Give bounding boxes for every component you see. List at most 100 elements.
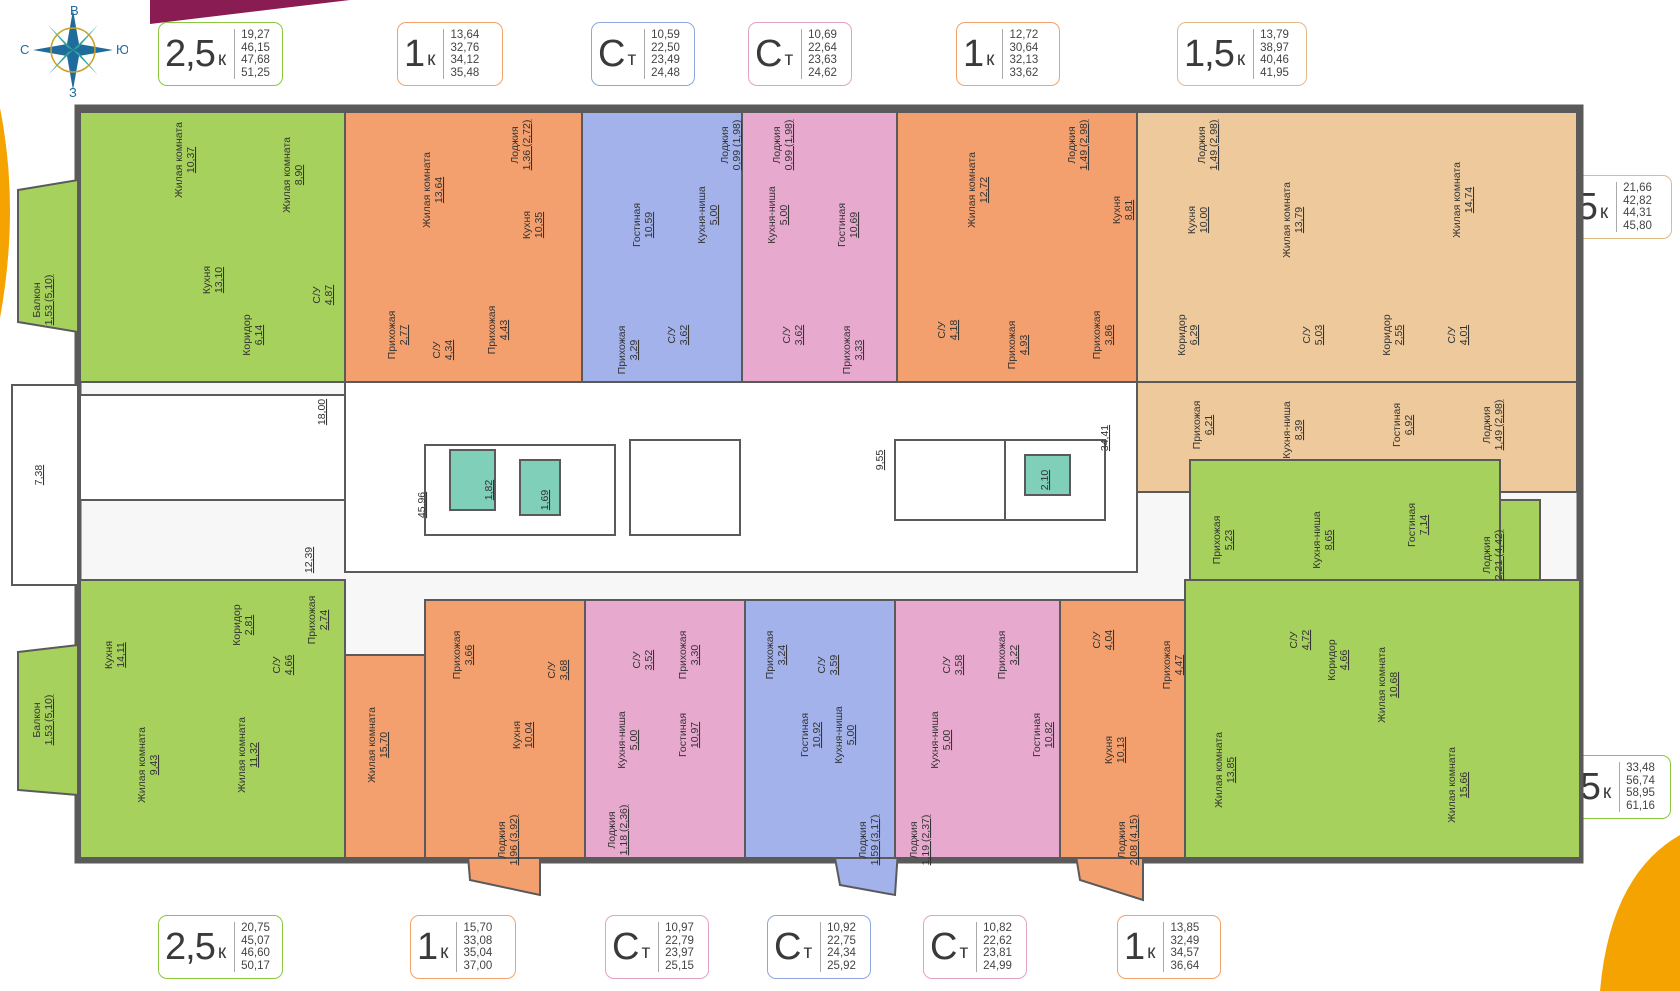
room-label: Жилая комната13,64 xyxy=(421,152,445,228)
apartment-type: С xyxy=(755,32,782,75)
room-label: Гостиная10,59 xyxy=(631,203,655,247)
room-area: 3,86 xyxy=(1103,325,1115,346)
apartment-area-value: 10,59 xyxy=(651,29,680,41)
apartment-area-value: 46,15 xyxy=(241,41,270,54)
room-name: С/У xyxy=(781,326,793,344)
room-name: Прихожая xyxy=(486,306,498,355)
apartment-area-value: 40,46 xyxy=(1260,54,1289,66)
room-label: С/У3,58 xyxy=(941,655,965,676)
room-label: Кухня-ниша5,00 xyxy=(929,711,953,769)
room-label: Гостиная10,82 xyxy=(1031,713,1055,757)
apartment-area-value: 23,81 xyxy=(983,947,1012,959)
apartment-area-value: 10,82 xyxy=(983,922,1012,934)
room-area: 2,21 (4,42) xyxy=(1493,530,1505,581)
room-label: Прихожая2,77 xyxy=(386,311,410,360)
apartment-type-suffix: к xyxy=(1602,782,1612,803)
apartment-area-value: 24,34 xyxy=(827,947,856,959)
apartment-studio-top-1 xyxy=(581,111,743,383)
room-label: С/У4,18 xyxy=(936,320,960,341)
apartment-type-suffix: к xyxy=(986,49,995,70)
room-name: Жилая комната xyxy=(1281,182,1293,258)
room-label: Лоджия1,96 (3,92) xyxy=(496,815,520,866)
room-area: 11,32 xyxy=(248,742,260,768)
room-name: Кухня-ниша xyxy=(929,711,941,769)
apartment-area-value: 23,49 xyxy=(651,54,680,66)
apartment-1-5k-top xyxy=(1136,111,1578,383)
apartment-area-value: 47,68 xyxy=(241,54,270,66)
room-name: С/У xyxy=(311,286,323,304)
room-name: Балкон xyxy=(31,702,43,737)
apartment-type-suffix: т xyxy=(803,942,813,963)
utility-room-2 xyxy=(519,459,561,516)
room-label: Коридор2,55 xyxy=(1381,314,1405,356)
apartment-area-value: 22,75 xyxy=(827,934,856,947)
room-label: Прихожая3,24 xyxy=(764,631,788,680)
room-name: Лоджия xyxy=(1066,126,1078,163)
room-area: 1,59 (3,17) xyxy=(869,815,881,866)
room-name: Лоджия xyxy=(857,821,869,858)
room-name: Кухня xyxy=(1111,196,1123,224)
apartment-area-value: 15,70 xyxy=(463,922,493,934)
room-area: 5,00 xyxy=(845,725,857,746)
apartment-area-value: 44,31 xyxy=(1623,207,1652,219)
room-name: Прихожая xyxy=(996,631,1008,680)
room-label: С/У4,87 xyxy=(311,285,335,306)
room-area: 4,04 xyxy=(1103,630,1115,651)
apartment-2-5k-top xyxy=(79,111,346,383)
room-name: С/У xyxy=(666,326,678,344)
room-area: 3,66 xyxy=(463,645,475,666)
room-name: Жилая комната xyxy=(1376,647,1388,723)
room-label: Гостиная10,69 xyxy=(836,203,860,247)
balcony-left-bottom xyxy=(17,643,79,797)
apartment-type-suffix: к xyxy=(1147,942,1156,963)
apartment-studio-bottom-2 xyxy=(744,599,896,859)
apartment-area-value: 24,62 xyxy=(808,66,837,79)
room-name: Прихожая xyxy=(1091,311,1103,360)
apartment-area-value: 58,95 xyxy=(1626,787,1655,799)
room-name: Жилая комната xyxy=(236,717,248,793)
room-area: 4,34 xyxy=(443,340,455,361)
room-label: Кухня-ниша8,65 xyxy=(1311,511,1335,569)
room-label: Кухня10,00 xyxy=(1186,206,1210,234)
common-area-value: 12,39 xyxy=(303,547,315,573)
room-label: С/У4,34 xyxy=(431,340,455,361)
room-name: Гостиная xyxy=(631,203,643,247)
apartment-area-value: 51,25 xyxy=(241,66,270,79)
room-label: Прихожая3,30 xyxy=(677,631,701,680)
apartment-area-value: 23,63 xyxy=(808,54,837,66)
apartment-area-value: 41,95 xyxy=(1260,66,1289,79)
room-area: 3,30 xyxy=(689,645,701,666)
room-label: Лоджия0,99 (1,98) xyxy=(719,120,743,171)
room-label: Прихожая2,74 xyxy=(306,596,330,645)
room-name: Гостиная xyxy=(1391,403,1403,447)
apartment-2-5k-right-top xyxy=(1189,459,1501,581)
room-name: Кухня xyxy=(511,721,523,749)
room-area: 3,68 xyxy=(558,660,570,681)
room-label: Прихожая4,93 xyxy=(1006,321,1030,370)
apartment-2-5k-bottom xyxy=(79,579,346,859)
room-area: 4,66 xyxy=(283,655,295,676)
room-label: Жилая комната14,74 xyxy=(1451,162,1475,238)
room-area: 14,74 xyxy=(1463,187,1475,213)
room-area: 6,29 xyxy=(1188,325,1200,346)
apartment-area-value: 35,04 xyxy=(463,947,493,959)
room-name: Кухня xyxy=(521,211,533,239)
room-name: Прихожая xyxy=(616,326,628,375)
apartment-area-value: 45,07 xyxy=(241,934,270,947)
apartment-area-value: 34,12 xyxy=(450,54,480,66)
apartment-area-value: 45,80 xyxy=(1623,219,1652,232)
room-area: 3,24 xyxy=(776,645,788,666)
room-name: Кухня xyxy=(201,266,213,294)
room-name: Лоджия xyxy=(1196,126,1208,163)
room-area: 5,00 xyxy=(628,730,640,751)
room-area: 2,74 xyxy=(318,610,330,631)
apartment-type-suffix: к xyxy=(427,49,436,70)
